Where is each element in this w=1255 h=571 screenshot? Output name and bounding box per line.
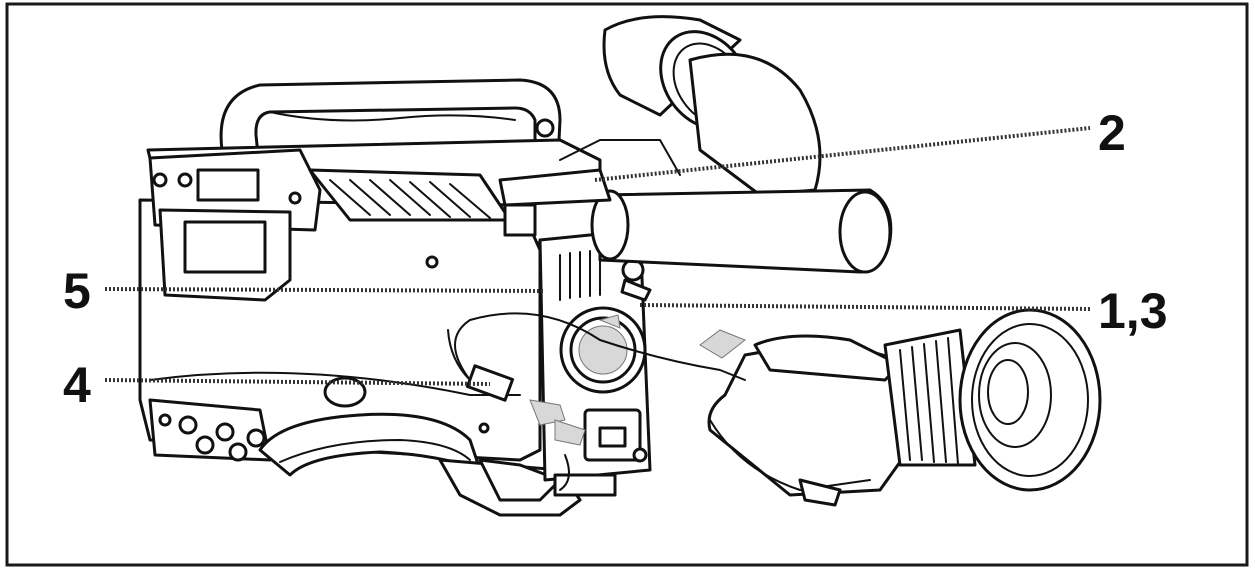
leader-5 <box>104 287 546 293</box>
leader-lines <box>104 126 1091 386</box>
leader-2 <box>594 126 1091 182</box>
leader-4 <box>104 378 491 386</box>
callout-2: 2 <box>1098 105 1126 161</box>
leader-1-3 <box>639 303 1091 311</box>
callout-1-3: 1,3 <box>1098 283 1168 339</box>
callout-4: 4 <box>63 357 91 413</box>
lens-mount-area <box>529 228 652 497</box>
zoom-lens <box>699 308 1102 507</box>
callout-5: 5 <box>63 263 91 319</box>
